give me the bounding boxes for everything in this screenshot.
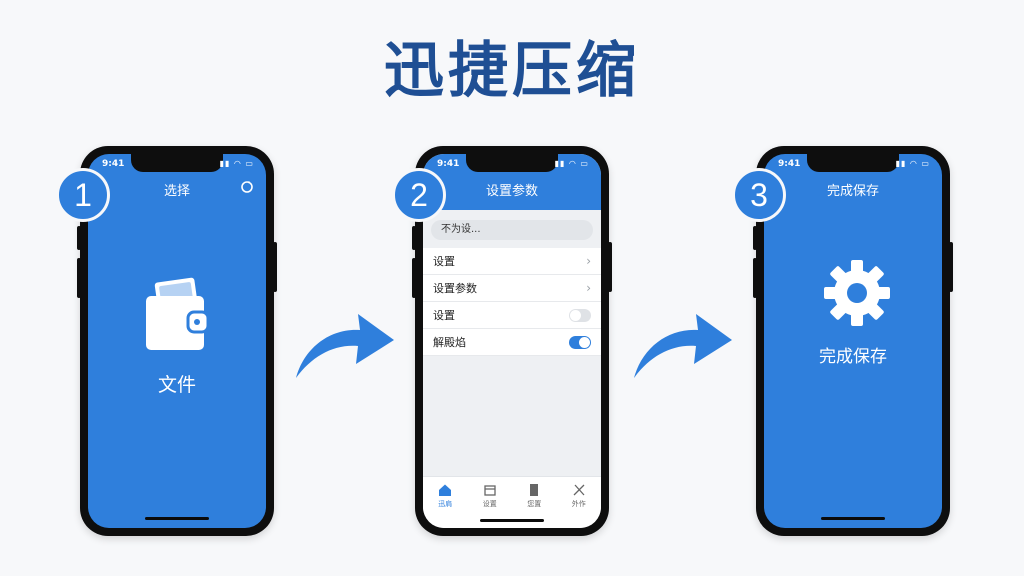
screen-title: 完成保存	[826, 184, 879, 199]
toggle-switch-on[interactable]	[569, 335, 591, 349]
search-input[interactable]: 不为设...	[431, 220, 593, 240]
settings-row: 解殿焰	[423, 329, 601, 356]
settings-body: 不为设... 设置 › 设置参数 › 设置 解殿焰	[423, 210, 601, 476]
power-button	[273, 242, 277, 292]
phone-screen: 9:41 ▮▮ ◠ ▭ 设置参数 不为设... 设置 › 设置参数 › 设置 解	[423, 154, 601, 528]
home-indicator	[145, 517, 209, 520]
tab-tools[interactable]: 外作	[559, 483, 599, 528]
screen-title: 设置参数	[485, 184, 538, 199]
phone-screen: 9:41 ▮▮ ◠ ▭ 选择 文件	[88, 154, 266, 528]
phone-screen: 9:41 ▮▮ ◠ ▭ 完成保存 完成保存	[764, 154, 942, 528]
home-icon	[439, 484, 452, 496]
tab-settings[interactable]: 设置	[470, 483, 510, 528]
volume-button	[412, 258, 416, 298]
chevron-right-icon: ›	[586, 254, 591, 268]
wallet-icon[interactable]	[144, 276, 210, 352]
gear-icon[interactable]	[822, 258, 892, 328]
document-icon	[530, 484, 539, 496]
screen-title: 选择	[163, 184, 190, 199]
power-button	[949, 242, 953, 292]
refresh-icon[interactable]	[240, 180, 254, 194]
box-icon	[484, 485, 496, 496]
tab-home[interactable]: 迅肩	[425, 483, 465, 528]
volume-button	[753, 226, 757, 250]
row-label: 设置参数	[433, 282, 477, 295]
tab-label: 外作	[571, 500, 586, 508]
volume-button	[753, 258, 757, 298]
tools-icon	[573, 484, 585, 496]
status-time: 9:41	[437, 159, 460, 169]
status-time: 9:41	[778, 159, 801, 169]
status-icons: ▮▮ ◠ ▭	[895, 159, 930, 168]
volume-button	[77, 226, 81, 250]
file-label: 文件	[157, 374, 196, 396]
step-badge-3: 3	[732, 168, 786, 222]
notch	[466, 154, 558, 172]
phone-step-1: 9:41 ▮▮ ◠ ▭ 选择 文件	[77, 146, 277, 536]
page-title: 迅捷压缩	[384, 36, 640, 106]
tab-label: 您置	[527, 500, 542, 508]
chevron-right-icon: ›	[586, 281, 591, 295]
tab-label: 迅肩	[438, 500, 453, 508]
phone-step-2: 9:41 ▮▮ ◠ ▭ 设置参数 不为设... 设置 › 设置参数 › 设置 解	[412, 146, 612, 536]
step-badge-1: 1	[56, 168, 110, 222]
home-indicator	[480, 519, 544, 522]
toggle-switch-off[interactable]	[569, 308, 591, 322]
home-indicator	[821, 517, 885, 520]
status-icons: ▮▮ ◠ ▭	[554, 159, 589, 168]
notch	[131, 154, 223, 172]
row-label: 解殿焰	[433, 336, 466, 349]
settings-list: 设置 › 设置参数 › 设置 解殿焰	[423, 248, 601, 356]
notch	[807, 154, 899, 172]
settings-row: 设置	[423, 302, 601, 329]
settings-row[interactable]: 设置参数 ›	[423, 275, 601, 302]
arrow-right-icon	[634, 314, 732, 378]
row-label: 设置	[433, 255, 455, 268]
step-badge-2: 2	[392, 168, 446, 222]
status-icons: ▮▮ ◠ ▭	[219, 159, 254, 168]
phone-step-3: 9:41 ▮▮ ◠ ▭ 完成保存 完成保存	[753, 146, 953, 536]
status-time: 9:41	[102, 159, 125, 169]
tab-label: 设置	[482, 500, 497, 508]
tab-document[interactable]: 您置	[514, 483, 554, 528]
volume-button	[77, 258, 81, 298]
power-button	[608, 242, 612, 292]
volume-button	[412, 226, 416, 250]
settings-row[interactable]: 设置 ›	[423, 248, 601, 275]
row-label: 设置	[433, 309, 455, 322]
arrow-right-icon	[296, 314, 394, 378]
done-label: 完成保存	[819, 347, 887, 367]
